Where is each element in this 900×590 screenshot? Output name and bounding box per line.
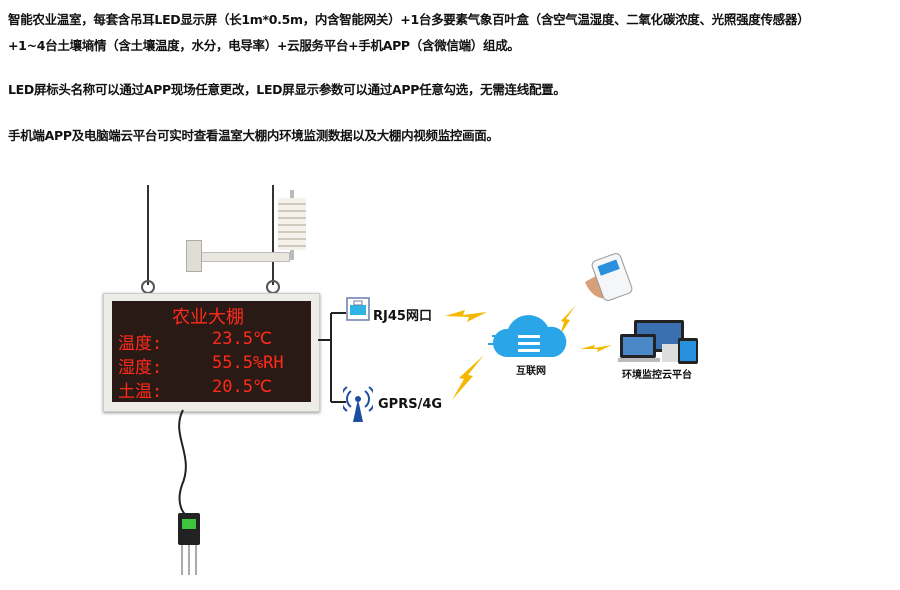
- led-row-label: 温度:: [118, 334, 163, 354]
- soil-sensor: [178, 409, 200, 575]
- hook-icon: [266, 280, 280, 294]
- gprs-label: GPRS/4G: [378, 397, 443, 412]
- hanging-wire: [272, 185, 274, 285]
- led-display-frame: 农业大棚 温度: 23.5℃ 湿度: 55.5%RH 土温: 20.5℃: [103, 293, 320, 412]
- lightning-bolt-icon: [445, 310, 487, 322]
- cloud-label: 互联网: [516, 366, 546, 377]
- led-row-value: 55.5%RH: [212, 353, 284, 373]
- led-panel: 农业大棚 温度: 23.5℃ 湿度: 55.5%RH 土温: 20.5℃: [112, 301, 311, 402]
- led-row-label: 土温:: [118, 382, 163, 402]
- led-title: 农业大棚: [172, 307, 244, 328]
- led-row-value: 20.5℃: [212, 377, 273, 397]
- louver-box: [278, 198, 306, 250]
- cloud-icon: [488, 315, 567, 357]
- led-row-value: 23.5℃: [212, 329, 273, 349]
- lightning-bolt-icon: [452, 355, 484, 400]
- bracket-clamp: [186, 240, 202, 272]
- platform-label: 环境监控云平台: [622, 370, 692, 381]
- hanging-wire: [147, 185, 149, 285]
- ethernet-port-icon: [346, 297, 370, 321]
- description-line: 手机端APP及电脑端云平台可实时查看温室大棚内环境监测数据以及大棚内视频监控画面…: [8, 128, 499, 143]
- description-line: 智能农业温室，每套含吊耳LED显示屏（长1m*0.5m，内含智能网关）+1台多要…: [8, 12, 810, 27]
- hook-icon: [141, 280, 155, 294]
- lightning-bolt-icon: [580, 345, 612, 352]
- connection-lines: [318, 312, 346, 403]
- led-row-label: 湿度:: [118, 358, 163, 378]
- devices-icon: [618, 320, 698, 364]
- smartphone-icon: [585, 253, 633, 301]
- description-line: LED屏标头名称可以通过APP现场任意更改，LED屏显示参数可以通过APP任意勾…: [8, 82, 566, 97]
- mount-bracket: [188, 252, 290, 262]
- rj45-label: RJ45网口: [373, 309, 432, 324]
- lightning-bolt-icon: [560, 305, 576, 335]
- antenna-icon: [343, 386, 373, 422]
- description-line: +1~4台土壤墒情（含土壤温度，水分，电导率）+云服务平台+手机APP（含微信端…: [8, 38, 520, 53]
